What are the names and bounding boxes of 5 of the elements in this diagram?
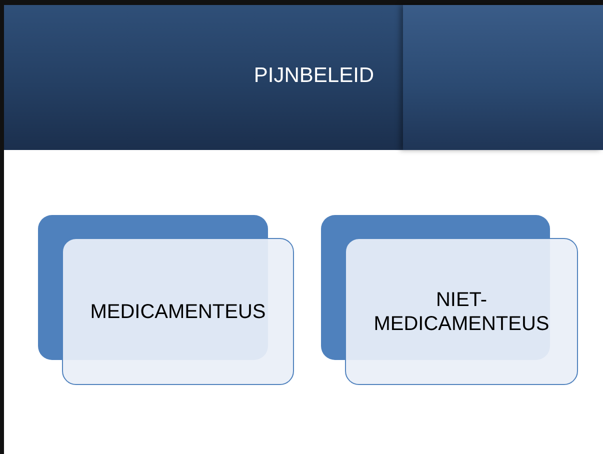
box-label: MEDICAMENTEUS: [90, 300, 266, 324]
box-label: NIET-MEDICAMENTEUS: [372, 288, 550, 336]
rounded-box: [345, 238, 578, 385]
slide-title: PIJNBELEID: [252, 64, 376, 88]
rounded-box: [62, 238, 294, 385]
